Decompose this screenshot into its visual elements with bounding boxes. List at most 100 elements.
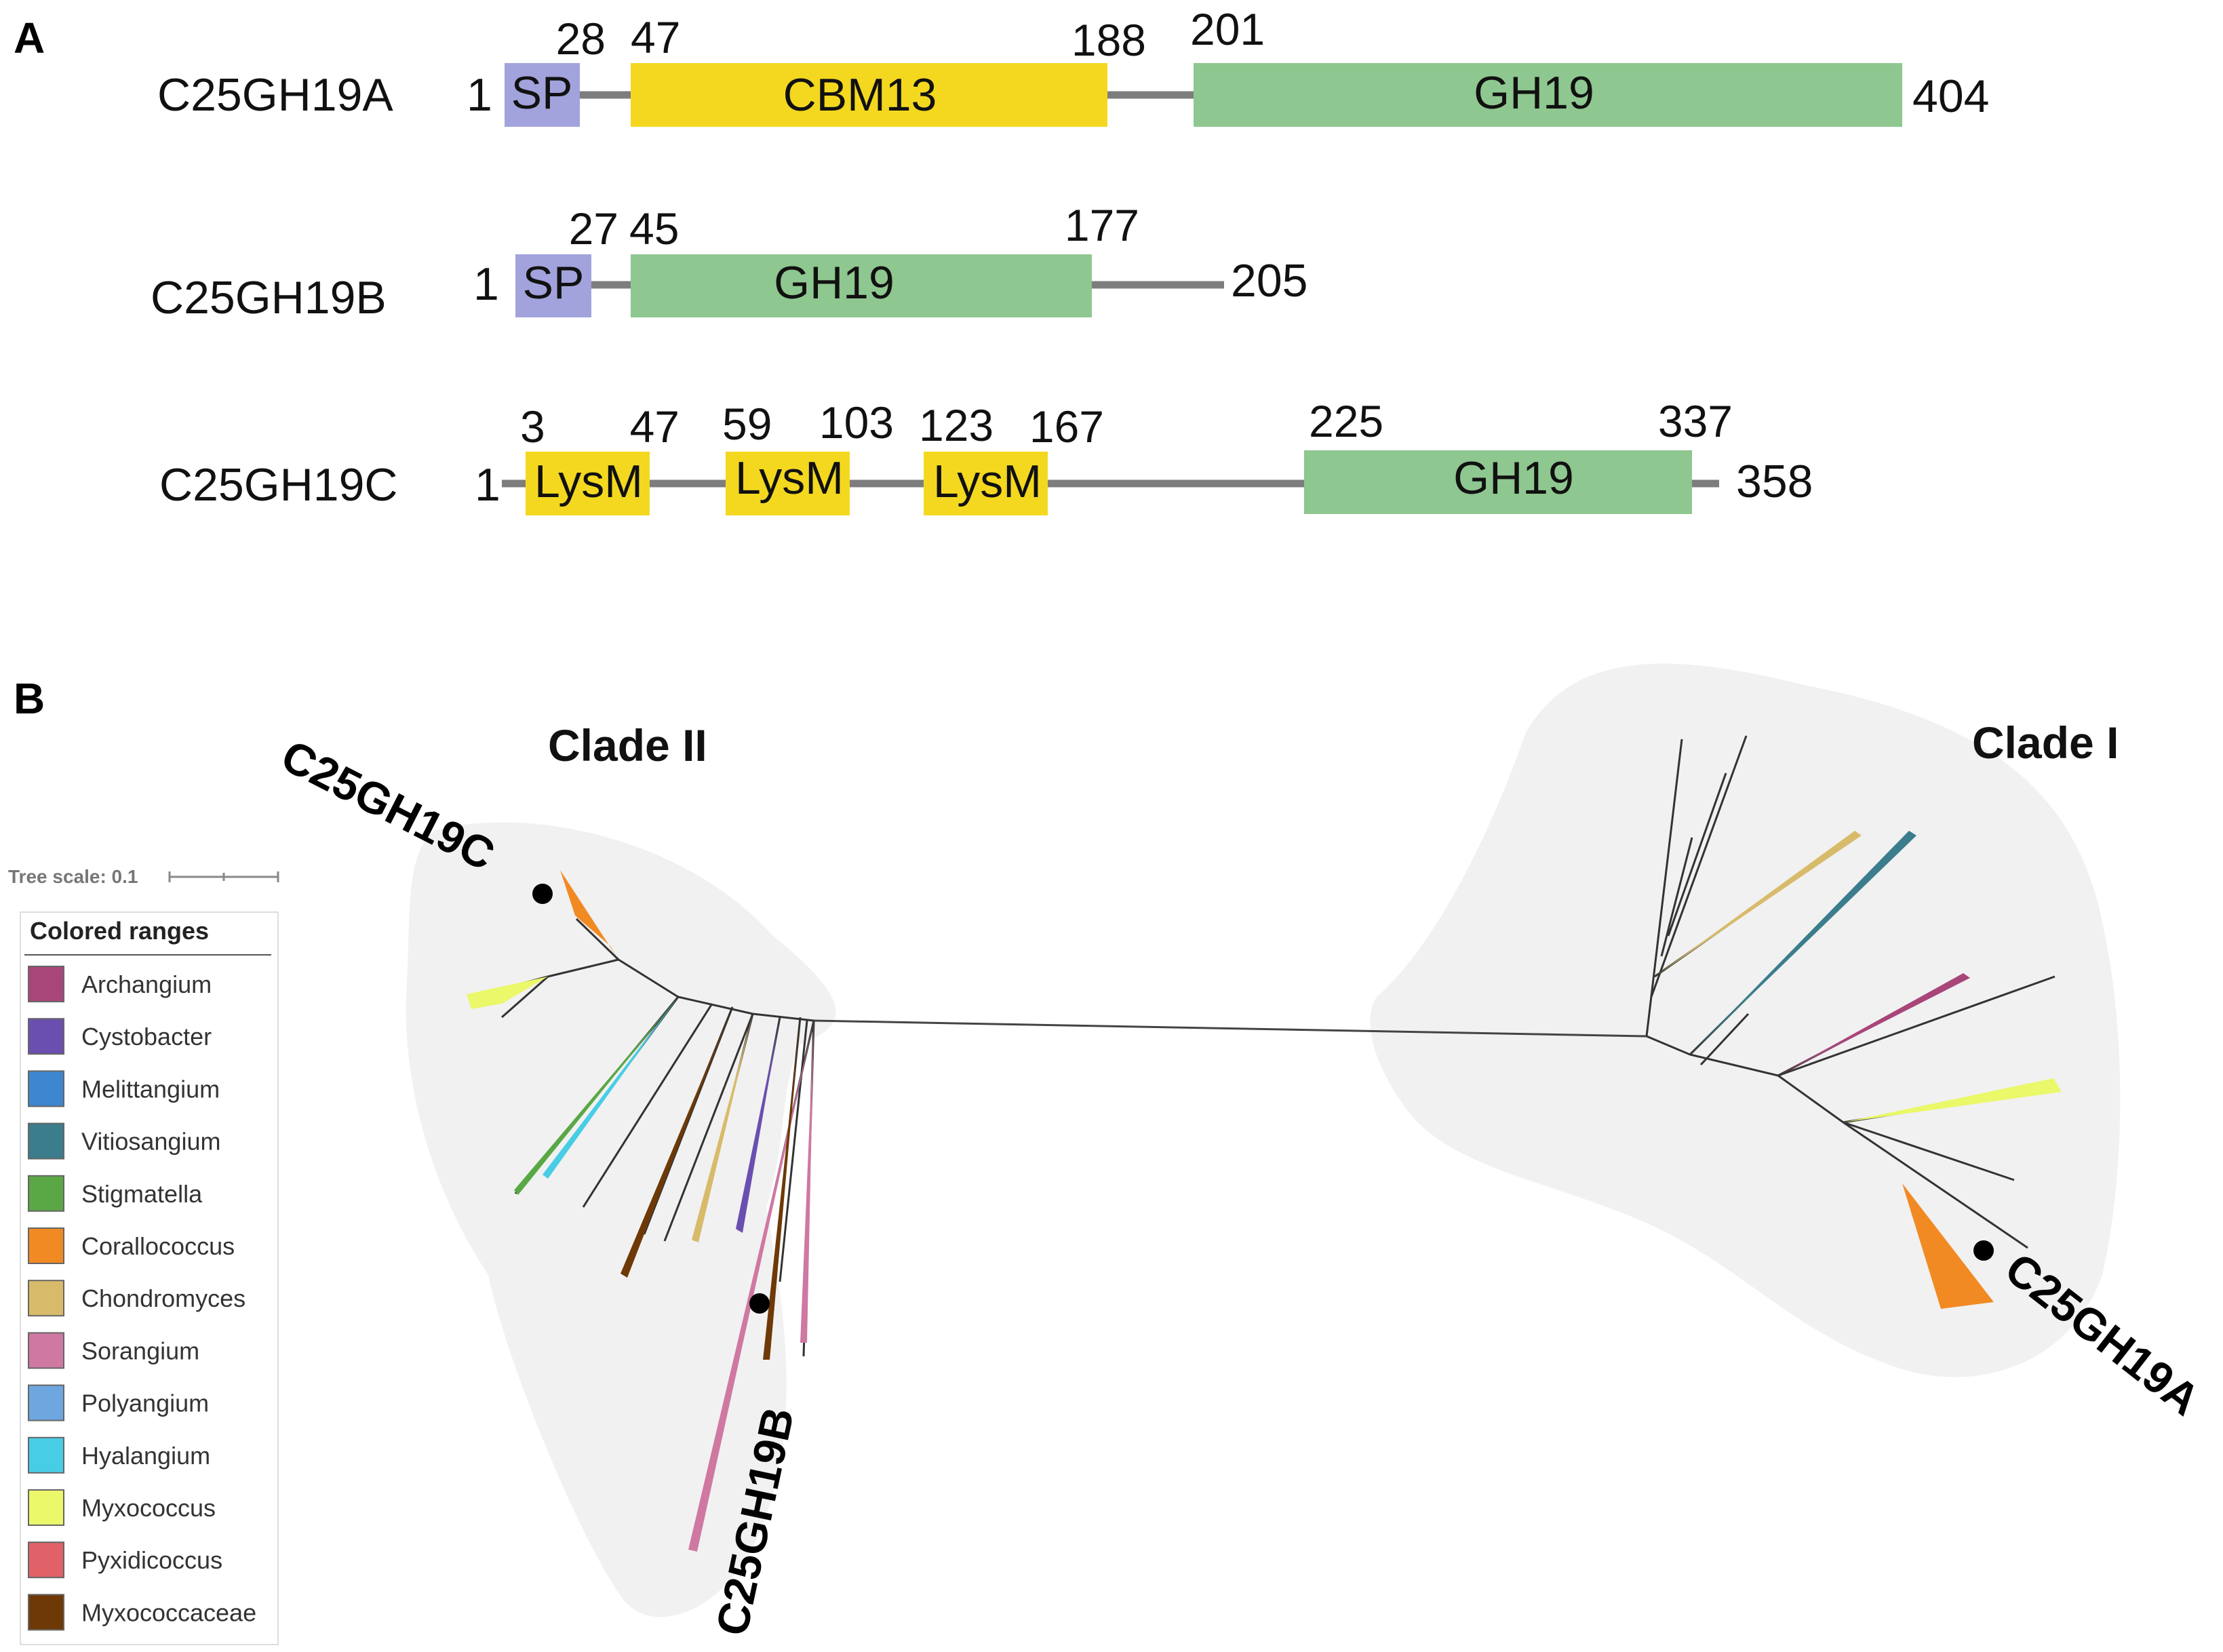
legend-label-corallococcus: Corallococcus — [81, 1232, 235, 1260]
domain-label-lysm-2-c: LysM — [735, 452, 844, 504]
legend-label-chondromyces: Chondromyces — [81, 1284, 245, 1312]
legend-swatch-polyangium — [28, 1384, 64, 1421]
legend-label-pyxidicoccus: Pyxidicoccus — [81, 1546, 222, 1574]
range-myxococcus-i — [1843, 1078, 2062, 1122]
protein-end-c: 358 — [1736, 456, 1813, 507]
legend-swatch-stigmatella — [28, 1175, 64, 1212]
leaf-marker-b — [749, 1293, 770, 1314]
protein-row-c: C25GH19C 1 LysM 3 47 LysM 59 103 LysM 12… — [159, 396, 1813, 515]
protein-name-b: C25GH19B — [151, 272, 387, 323]
legend-label-hyalangium: Hyalangium — [81, 1442, 210, 1470]
domain-start-lysm-1-c: 3 — [520, 401, 545, 452]
domain-start-gh19-c: 225 — [1309, 396, 1383, 446]
range-chondromyces-i — [1655, 831, 1862, 977]
domain-end-cbm13-a: 188 — [1071, 15, 1146, 65]
domain-end-sp-b: 27 — [569, 203, 618, 254]
clade-ii-region — [406, 822, 836, 1617]
clade-i-colored-ranges — [1655, 831, 2062, 1309]
protein-end-a: 404 — [1912, 71, 1989, 122]
domain-start-cbm13-a: 47 — [631, 12, 680, 62]
legend-label-stigmatella: Stigmatella — [81, 1180, 203, 1208]
legend-label-vitiosangium: Vitiosangium — [81, 1128, 220, 1156]
tree-scale: Tree scale: 0.1 — [8, 866, 279, 887]
range-vitiosangium-i — [1690, 831, 1916, 1055]
legend: Colored ranges ArchangiumCystobacterMeli… — [20, 911, 279, 1645]
range-chondromyces-ii — [692, 1014, 753, 1242]
domain-gh19-c — [1304, 450, 1692, 514]
protein-end-b: 205 — [1231, 255, 1307, 307]
range-myxococcaceae-ii-b — [763, 1017, 800, 1360]
legend-swatch-myxococcaceae — [28, 1594, 64, 1631]
domain-sp-a — [505, 63, 580, 127]
domain-start-lysm-3-c: 123 — [919, 400, 994, 450]
panel-b-letter: B — [14, 674, 45, 723]
domain-label-sp-a: SP — [511, 67, 573, 119]
domain-sp-b — [515, 254, 591, 317]
legend-swatch-cystobacter — [28, 1018, 64, 1055]
range-cystobacter-ii — [736, 1017, 780, 1233]
tree-scale-label: Tree scale: 0.1 — [8, 866, 138, 887]
domain-cbm13-a — [631, 63, 1107, 127]
domain-end-sp-a: 28 — [556, 14, 606, 64]
domain-gh19-b — [631, 254, 1092, 317]
domain-end-gh19-c: 337 — [1658, 396, 1733, 446]
legend-swatch-pyxidicoccus — [28, 1541, 64, 1579]
protein-name-a: C25GH19A — [157, 69, 393, 121]
legend-label-sorangium: Sorangium — [81, 1337, 199, 1364]
domain-label-gh19-c: GH19 — [1453, 452, 1574, 504]
legend-swatch-hyalangium — [28, 1436, 64, 1474]
range-archangium-i — [1778, 973, 1970, 1076]
leaf-label-c: C25GH19C — [274, 730, 503, 880]
legend-label-myxococcus: Myxococcus — [81, 1494, 216, 1522]
range-stigmatella-ii — [514, 997, 678, 1195]
legend-label-cystobacter: Cystobacter — [81, 1023, 212, 1050]
domain-label-gh19-a: GH19 — [1474, 67, 1594, 119]
clade-i-region — [1370, 663, 2121, 1377]
legend-label-archangium: Archangium — [81, 970, 212, 998]
protein-row-b: C25GH19B 1 SP 27 GH19 45 177 205 — [151, 200, 1307, 323]
domain-label-lysm-3-c: LysM — [933, 456, 1042, 507]
legend-title: Colored ranges — [30, 917, 209, 945]
domain-start-gh19-a: 201 — [1190, 4, 1265, 54]
domain-end-lysm-3-c: 167 — [1029, 401, 1104, 452]
domain-label-sp-b: SP — [523, 257, 585, 309]
domain-start-gh19-b: 45 — [629, 203, 679, 254]
leaf-marker-c — [532, 884, 553, 904]
domain-lysm-2-c — [726, 452, 850, 515]
range-corallococcus-a — [1902, 1183, 1994, 1309]
legend-label-melittangium: Melittangium — [81, 1075, 220, 1103]
domain-lysm-3-c — [924, 452, 1048, 515]
clade-ii-colored-ranges — [467, 870, 814, 1552]
range-sorangium-ii — [688, 1021, 814, 1552]
protein-row-a: C25GH19A 1 SP 28 CBM13 47 188 GH19 201 4… — [157, 4, 1989, 127]
legend-swatch-archangium — [28, 966, 64, 1002]
range-myxococcus-ii — [467, 977, 548, 1009]
legend-items: ArchangiumCystobacterMelittangiumVitiosa… — [28, 966, 256, 1631]
legend-swatch-melittangium — [28, 1070, 64, 1107]
legend-swatch-sorangium — [28, 1332, 64, 1369]
legend-swatch-corallococcus — [28, 1227, 64, 1264]
domain-gh19-a — [1194, 63, 1902, 127]
domain-label-gh19-b: GH19 — [774, 257, 894, 309]
domain-end-gh19-b: 177 — [1065, 200, 1139, 250]
clade-ii-label: Clade II — [548, 720, 707, 770]
clade-i-label: Clade I — [1972, 717, 2119, 768]
domain-label-cbm13-a: CBM13 — [783, 69, 937, 121]
tree-central-branch — [813, 1019, 1647, 1038]
legend-label-myxococcaceae: Myxococcaceae — [81, 1598, 256, 1626]
protein-start-c: 1 — [475, 459, 500, 511]
range-myxococcaceae-ii-a — [621, 1007, 732, 1278]
domain-end-lysm-1-c: 47 — [630, 401, 680, 452]
protein-start-a: 1 — [467, 69, 492, 121]
range-corallococcus-c — [560, 870, 617, 958]
panel-a-letter: A — [14, 14, 45, 62]
protein-start-b: 1 — [473, 258, 499, 310]
range-sorangium-ii-b — [800, 1021, 814, 1343]
protein-name-c: C25GH19C — [159, 459, 398, 511]
legend-swatch-myxococcus — [28, 1489, 64, 1526]
domain-start-lysm-2-c: 59 — [722, 399, 772, 449]
domain-end-lysm-2-c: 103 — [819, 397, 894, 448]
legend-swatch-chondromyces — [28, 1280, 64, 1317]
domain-lysm-1-c — [526, 452, 650, 515]
